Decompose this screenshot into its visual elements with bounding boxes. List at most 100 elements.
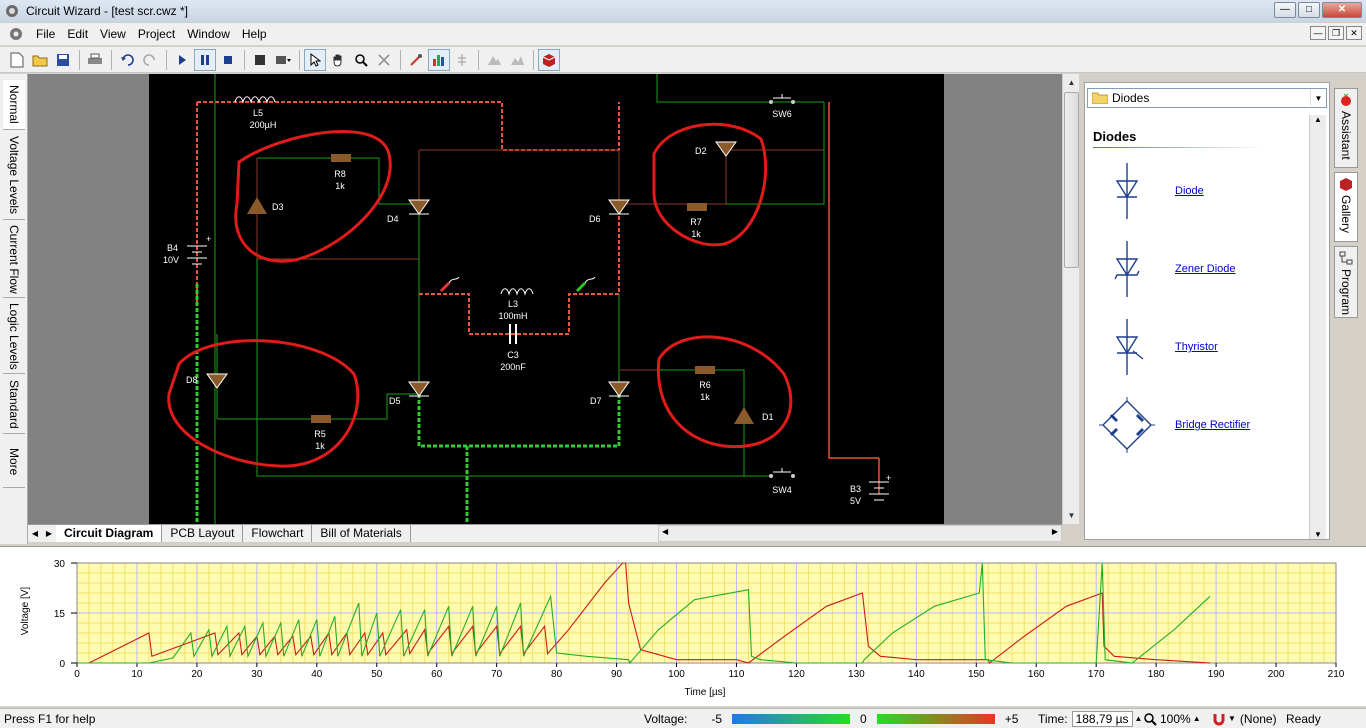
mountain-alt-icon[interactable] xyxy=(506,49,528,71)
tab-next-icon[interactable]: ▶ xyxy=(45,529,53,538)
diode-d7[interactable] xyxy=(608,381,630,397)
gallery-link-bridge-rectifier[interactable]: Bridge Rectifier xyxy=(1175,419,1251,431)
canvas-vertical-scrollbar[interactable]: ▲ ▼ xyxy=(1062,74,1079,524)
gallery-item-bridge-rectifier[interactable]: Bridge Rectifier xyxy=(1097,395,1307,455)
tab-circuit-diagram[interactable]: Circuit Diagram xyxy=(56,525,163,542)
gallery-link-diode[interactable]: Diode xyxy=(1175,185,1204,197)
menu-view[interactable]: View xyxy=(100,27,126,41)
probe-value[interactable]: (None) xyxy=(1239,711,1277,726)
probe-red[interactable] xyxy=(439,276,460,293)
tab-program[interactable]: Program xyxy=(1334,246,1358,318)
canvas-horizontal-scrollbar[interactable]: ◀ ▶ xyxy=(658,525,1062,542)
gallery-link-zener-diode[interactable]: Zener Diode xyxy=(1175,263,1236,275)
diode-d5[interactable] xyxy=(408,381,430,397)
close-button[interactable]: ✕ xyxy=(1322,2,1362,18)
chevron-down-icon[interactable]: ▼ xyxy=(1310,90,1326,106)
diode-d3[interactable] xyxy=(247,197,267,214)
redo-icon[interactable] xyxy=(139,49,161,71)
scroll-up-icon[interactable]: ▲ xyxy=(1067,78,1076,87)
select-pointer-icon[interactable] xyxy=(304,48,326,71)
gallery-link-thyristor[interactable]: Thyristor xyxy=(1175,341,1218,353)
tab-bill-of-materials[interactable]: Bill of Materials xyxy=(312,525,411,542)
capacitor-c3[interactable] xyxy=(509,324,517,344)
menu-edit[interactable]: Edit xyxy=(67,27,89,41)
diode-d1[interactable] xyxy=(734,407,754,424)
doc-minimize-button[interactable]: — xyxy=(1310,26,1326,40)
battery-b3[interactable] xyxy=(869,481,889,501)
menu-file[interactable]: File xyxy=(36,27,56,41)
tab-normal[interactable]: Normal xyxy=(3,80,25,130)
undo-icon[interactable] xyxy=(116,49,138,71)
pause-icon[interactable] xyxy=(194,48,216,71)
scroll-right-icon[interactable]: ▶ xyxy=(1051,527,1058,536)
tab-current-flow[interactable]: Current Flow xyxy=(3,222,25,298)
inductor-l3[interactable] xyxy=(500,288,534,296)
zoom-spin-icon[interactable]: ▲ xyxy=(1192,714,1201,723)
minimize-button[interactable]: — xyxy=(1274,2,1296,18)
delete-icon[interactable] xyxy=(373,49,395,71)
menu-help[interactable]: Help xyxy=(241,27,267,41)
zoom-icon[interactable] xyxy=(350,49,372,71)
diode-d4[interactable] xyxy=(408,199,430,215)
resistor-r5[interactable] xyxy=(311,415,331,423)
category-select[interactable]: Diodes ▼ xyxy=(1087,88,1327,108)
gallery-box-icon[interactable] xyxy=(538,48,560,71)
gallery-item-diode[interactable]: Diode xyxy=(1097,161,1307,221)
graph-icon[interactable] xyxy=(428,48,450,71)
tab-gallery[interactable]: Gallery xyxy=(1334,172,1358,242)
document-icon[interactable] xyxy=(8,26,24,42)
gallery-item-thyristor[interactable]: Thyristor xyxy=(1097,317,1307,377)
circuit-canvas-area[interactable]: L5 200µH R8 1k D3 D4 D6 D2 R7 1k SW6 xyxy=(28,74,1062,524)
mountain-icon[interactable] xyxy=(483,49,505,71)
doc-restore-button[interactable]: ❐ xyxy=(1328,26,1344,40)
tab-voltage-levels[interactable]: Voltage Levels xyxy=(3,132,25,220)
resistor-r7[interactable] xyxy=(687,203,707,211)
run-icon[interactable] xyxy=(171,49,193,71)
tab-more[interactable]: More xyxy=(3,436,25,488)
scroll-down-icon[interactable]: ▼ xyxy=(1067,511,1076,520)
probe-green[interactable] xyxy=(575,276,596,293)
tab-pcb-layout[interactable]: PCB Layout xyxy=(162,525,244,542)
open-folder-icon[interactable] xyxy=(29,49,51,71)
probe-icon[interactable] xyxy=(405,49,427,71)
maximize-button[interactable]: □ xyxy=(1298,2,1320,18)
gallery-item-zener-diode[interactable]: Zener Diode xyxy=(1097,239,1307,299)
tab-prev-icon[interactable]: ◀ xyxy=(31,529,39,538)
panel-scrollbar[interactable]: ▲ ▼ xyxy=(1309,115,1326,539)
new-file-icon[interactable] xyxy=(6,49,28,71)
resistor-r8[interactable] xyxy=(331,154,351,162)
tab-standard[interactable]: Standard xyxy=(3,376,25,434)
doc-close-button[interactable]: ✕ xyxy=(1346,26,1362,40)
panel-scroll-up-icon[interactable]: ▲ xyxy=(1314,115,1322,124)
chip-icon[interactable] xyxy=(249,49,271,71)
probe-spin-icon[interactable]: ▼ xyxy=(1228,714,1236,723)
scroll-left-icon[interactable]: ◀ xyxy=(662,527,669,536)
menu-project[interactable]: Project xyxy=(137,27,176,41)
save-icon[interactable] xyxy=(52,49,74,71)
tab-flowchart[interactable]: Flowchart xyxy=(243,525,313,542)
diode-d6[interactable] xyxy=(608,199,630,215)
stop-icon[interactable] xyxy=(217,49,239,71)
time-value[interactable]: 188,79 µs xyxy=(1071,710,1133,727)
pan-hand-icon[interactable] xyxy=(327,49,349,71)
tree-icon[interactable] xyxy=(451,49,473,71)
battery-b4[interactable] xyxy=(187,245,207,265)
scroll-thumb[interactable] xyxy=(1064,92,1079,268)
zoom-level[interactable]: 100% xyxy=(1160,711,1191,726)
menu-window[interactable]: Window xyxy=(187,27,230,41)
print-icon[interactable] xyxy=(84,49,106,71)
diode-d8[interactable] xyxy=(206,373,228,389)
tab-logic-levels[interactable]: Logic Levels xyxy=(3,300,25,374)
chip-dropdown-icon[interactable] xyxy=(272,49,294,71)
diode-d2[interactable] xyxy=(715,141,737,157)
switch-sw6[interactable] xyxy=(769,94,795,104)
inductor-l5[interactable] xyxy=(234,96,276,104)
circuit-diagram[interactable]: L5 200µH R8 1k D3 D4 D6 D2 R7 1k SW6 xyxy=(149,74,944,524)
resistor-r6[interactable] xyxy=(695,366,715,374)
switch-sw4[interactable] xyxy=(769,468,795,478)
panel-scroll-down-icon[interactable]: ▼ xyxy=(1314,530,1322,539)
time-spin-icon[interactable]: ▲ xyxy=(1134,714,1143,723)
tab-assistant[interactable]: Assistant xyxy=(1334,88,1358,168)
